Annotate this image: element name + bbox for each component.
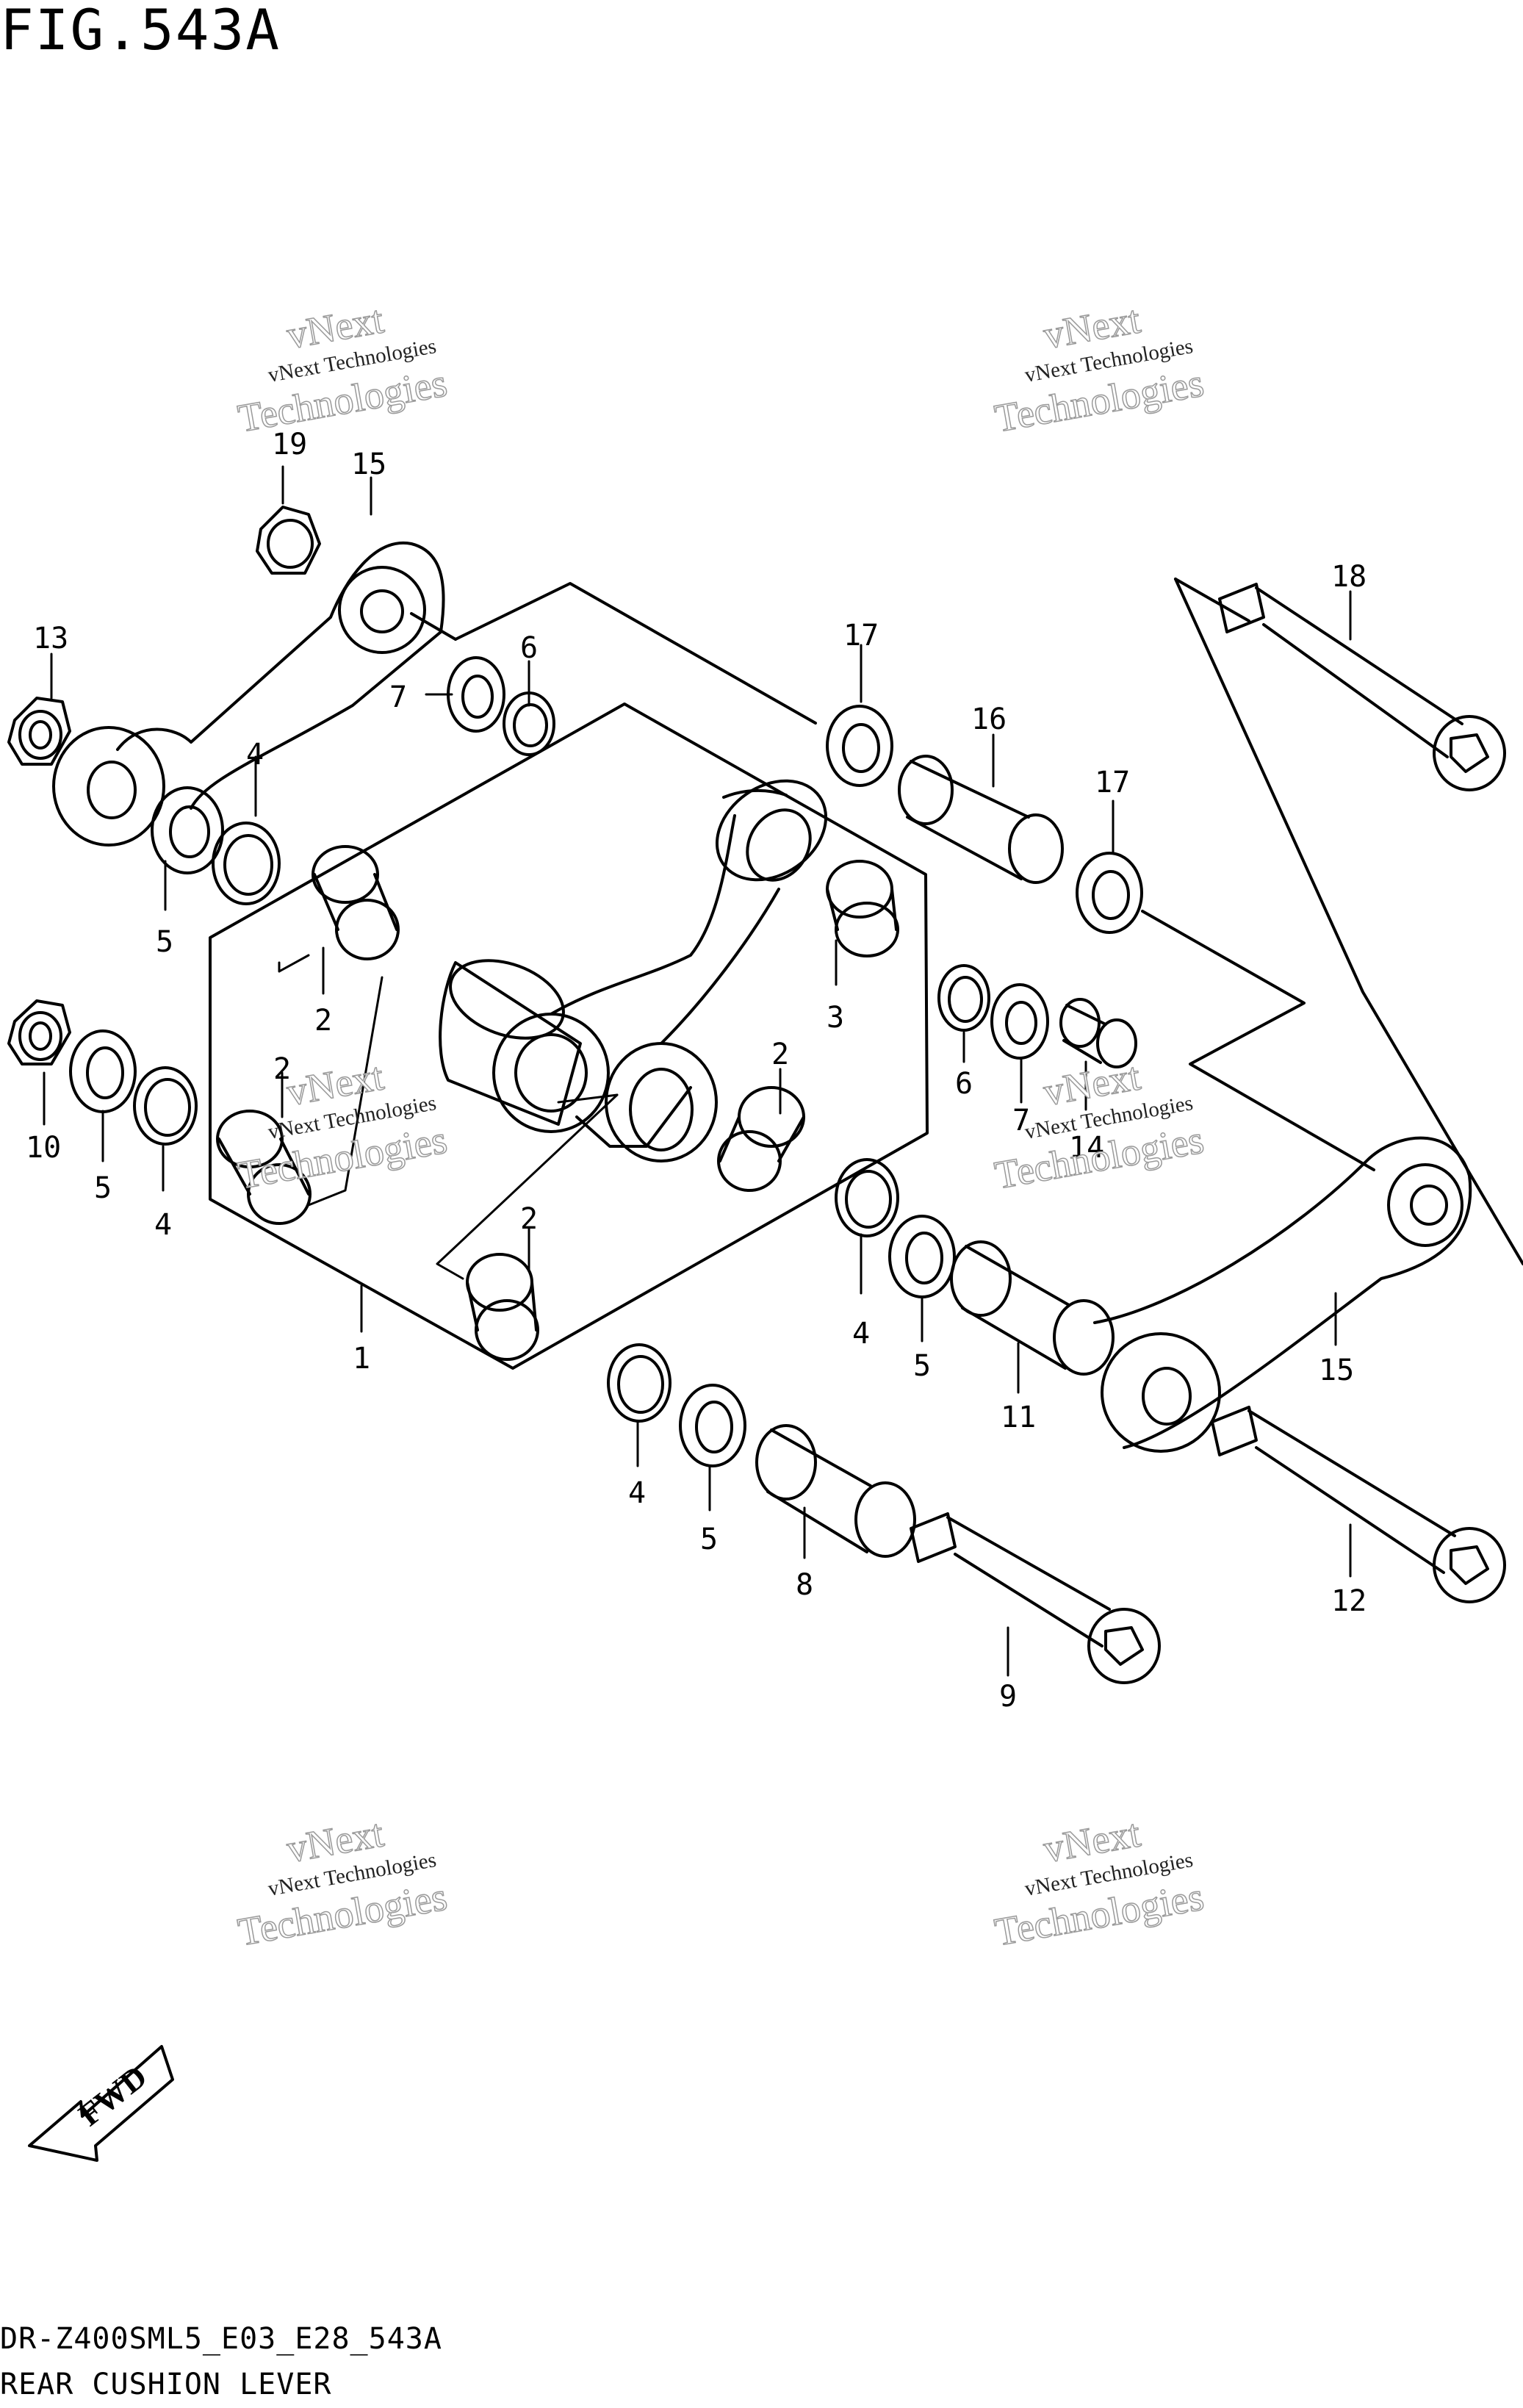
watermark-bl: vNext Technologies vNext Technologies <box>234 1811 451 1955</box>
callout-15a: 15 <box>351 448 386 481</box>
callout-8: 8 <box>796 1568 813 1602</box>
callout-16: 16 <box>971 702 1007 736</box>
callout-7a: 7 <box>389 680 407 714</box>
callout-5a: 5 <box>156 925 173 959</box>
callout-14: 14 <box>1069 1131 1104 1165</box>
cushion-lever <box>439 779 828 1162</box>
callout-11: 11 <box>1001 1401 1036 1434</box>
seal-4-left <box>133 1066 198 1146</box>
model-code: DR-Z400SML5_E03_E28_543A <box>0 2322 442 2356</box>
seal-4-bottom <box>607 1343 672 1423</box>
seal-4-right <box>835 1158 899 1237</box>
callout-2b: 2 <box>273 1052 291 1086</box>
callout-5d: 5 <box>700 1523 718 1556</box>
callout-4a: 4 <box>246 738 264 772</box>
washer-5-bottom <box>679 1384 746 1467</box>
spacer-16 <box>898 755 1064 884</box>
callout-5b: 5 <box>94 1171 112 1205</box>
watermark-br: vNext Technologies vNext Technologies <box>991 1811 1208 1955</box>
washer-7-right <box>990 983 1049 1060</box>
leader-frame-upper <box>454 582 817 725</box>
washer-5-left <box>69 1029 137 1113</box>
washer-5-right <box>888 1215 956 1298</box>
figure-title: FIG.543A <box>0 0 281 62</box>
leader-lines <box>43 465 1352 1677</box>
callout-2c: 2 <box>520 1202 538 1236</box>
callout-17a: 17 <box>843 619 879 653</box>
nut-19 <box>256 506 321 575</box>
callout-labels: 1 2 2 2 2 3 2 4 5 6 7 10 5 4 13 19 15 17… <box>26 428 1367 1714</box>
callout-17b: 17 <box>1095 766 1130 799</box>
callout-4d: 4 <box>628 1476 646 1510</box>
bolt-18 <box>1218 583 1506 791</box>
callout-4c: 4 <box>852 1317 870 1351</box>
leader-frame-right-top <box>1174 578 1250 622</box>
bearing-center-bottom <box>466 1253 539 1361</box>
callout-3: 3 <box>827 1001 844 1035</box>
callout-6b: 6 <box>955 1067 973 1101</box>
callout-18: 18 <box>1331 560 1367 594</box>
callout-1: 1 <box>353 1342 370 1376</box>
nut-10 <box>7 999 71 1065</box>
spacer-8 <box>755 1424 916 1558</box>
callout-9: 9 <box>999 1680 1017 1714</box>
washer-5-upper <box>151 786 224 874</box>
leader-dash-upper <box>410 612 457 641</box>
watermark-tr: vNext Technologies vNext Technologies <box>991 297 1208 442</box>
assembly-frame <box>209 702 929 1370</box>
washer-17-right <box>1076 852 1143 934</box>
callout-7b: 7 <box>1012 1104 1030 1137</box>
callout-15b: 15 <box>1319 1354 1354 1387</box>
bearing-right <box>717 1086 805 1192</box>
callout-13: 13 <box>33 622 68 655</box>
seal-6-right <box>937 964 990 1032</box>
callout-2d: 2 <box>771 1038 789 1071</box>
callout-12: 12 <box>1331 1584 1367 1618</box>
bearing-upper-right <box>826 860 899 957</box>
watermark-mr: vNext Technologies vNext Technologies <box>991 1054 1208 1198</box>
spacer-14 <box>1059 998 1137 1068</box>
watermark-ml: vNext Technologies vNext Technologies <box>234 1054 451 1198</box>
part-name: REAR CUSHION LEVER <box>0 2368 332 2401</box>
link-rod-lower <box>1093 1136 1472 1453</box>
bearing-lower-left <box>216 1110 312 1225</box>
bolt-12 <box>1211 1406 1506 1603</box>
bearing-upper-left <box>312 845 400 960</box>
leader-frame-right <box>1174 578 1523 1265</box>
callout-6a: 6 <box>520 631 538 665</box>
nut-13 <box>7 697 71 766</box>
spacer-11 <box>950 1240 1115 1376</box>
callout-19: 19 <box>272 428 307 461</box>
watermark-tl: vNext Technologies vNext Technologies <box>234 297 451 442</box>
seal-4-upper <box>212 822 281 905</box>
fwd-arrow <box>28 2045 174 2162</box>
callout-5c: 5 <box>913 1349 931 1383</box>
washer-7-upper <box>447 656 505 733</box>
callout-4b: 4 <box>154 1208 172 1242</box>
callout-10: 10 <box>26 1131 61 1165</box>
leader-zigzag <box>1141 910 1375 1171</box>
link-rod-upper <box>52 541 445 847</box>
callout-2a: 2 <box>314 1004 332 1038</box>
washer-17-upper <box>826 705 893 787</box>
bolt-9 <box>910 1512 1161 1684</box>
svg-text:vNext: vNext <box>284 1054 386 1114</box>
